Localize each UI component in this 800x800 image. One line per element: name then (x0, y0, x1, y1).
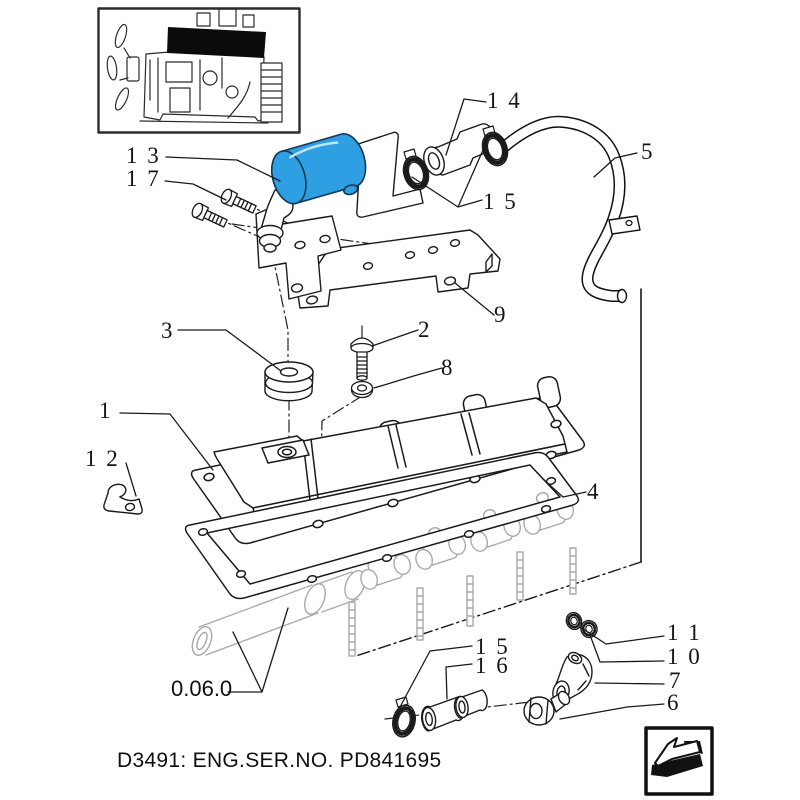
section-reference-label: 0.06.0 (171, 676, 233, 701)
leader-12 (125, 462, 137, 497)
breather-vent-nub (343, 184, 359, 196)
callout-2: 2 (418, 317, 432, 342)
callout-8: 8 (441, 355, 455, 380)
leader-3 (177, 329, 282, 372)
view-boundary (355, 288, 642, 657)
callout-17: 1 7 (126, 166, 161, 191)
callout-15-bottom: 1 5 (475, 634, 510, 659)
bolt-washer-8 (350, 380, 374, 399)
engine-flywheel (260, 62, 283, 123)
callout-3: 3 (161, 318, 175, 343)
sleeve-16a (421, 696, 465, 732)
breather-end-cap (271, 150, 307, 205)
callout-15-top: 1 5 (483, 189, 518, 214)
leader-13 (165, 156, 281, 182)
leader-14 (445, 98, 487, 156)
leader-11 (579, 626, 665, 645)
page-nav-logo (644, 726, 714, 796)
callout-7: 7 (669, 668, 683, 693)
engine-top-detail (196, 8, 255, 28)
engine-thumbnail (97, 7, 301, 134)
leader-ref-0060 (227, 607, 289, 693)
callout-9: 9 (494, 302, 508, 327)
pushrod-studs-ghost (348, 547, 577, 657)
callout-6: 6 (667, 690, 681, 715)
leader-8 (373, 367, 443, 389)
mounting-bolt-17a (191, 202, 228, 228)
breather-axis-line (271, 251, 290, 447)
callout-16: 1 6 (475, 653, 510, 678)
breather-hose-14 (423, 123, 497, 176)
leader-15-bottom (399, 645, 473, 708)
leader-15-top (411, 133, 491, 208)
seal-ring-10 (580, 619, 598, 639)
engine-side-detail (139, 57, 269, 124)
leader-5 (593, 152, 638, 178)
callout-4: 4 (587, 479, 601, 504)
callout-10: 1 0 (667, 644, 702, 669)
leader-6 (559, 703, 665, 720)
clamp-15-bottom (392, 696, 416, 738)
back-arrow-icon (654, 737, 701, 767)
cover-bolt-2 (350, 337, 374, 381)
callout-13: 1 3 (126, 143, 161, 168)
callout-11: 1 1 (667, 620, 702, 645)
leader-1 (119, 412, 214, 471)
logo-arrow-shadow (651, 754, 703, 777)
callout-14: 1 4 (487, 88, 522, 113)
seal-ring-11 (565, 611, 583, 631)
breather-highlight-line (289, 141, 339, 159)
leader-2 (371, 329, 419, 347)
hose-clamp-15b (481, 125, 509, 167)
drawing-serial-text: D3491: ENG.SER.NO. PD841695 (117, 749, 442, 772)
engine-body (143, 51, 265, 122)
callout-1: 1 (99, 398, 113, 423)
sleeve-16b (453, 689, 488, 719)
leader-7 (594, 682, 665, 685)
cover-gasket-4 (184, 451, 580, 600)
leader-4 (542, 478, 587, 498)
pipe-tab-bracket (608, 215, 641, 235)
vent-pipe-5 (498, 115, 641, 304)
plug-6 (523, 690, 571, 726)
retainer-clip-12 (103, 483, 143, 515)
leader-lines (119, 98, 665, 720)
leader-10 (589, 634, 665, 663)
support-bracket-9 (297, 229, 501, 309)
leader-17 (164, 180, 227, 201)
boundary-line-diagonal (355, 561, 642, 657)
hose-clamp-15a (402, 148, 430, 191)
callout-12: 1 2 (85, 446, 120, 471)
rubber-grommet-3 (264, 361, 314, 402)
engine-valve-cover-highlight (167, 27, 266, 58)
gasket-holes (197, 476, 557, 584)
callout-5: 5 (641, 139, 655, 164)
mounting-bolt-17b (220, 188, 257, 214)
leader-16 (445, 663, 473, 700)
breather-13-highlighted (271, 133, 367, 205)
engine-fan-icon (106, 23, 140, 111)
leader-9 (454, 282, 495, 316)
